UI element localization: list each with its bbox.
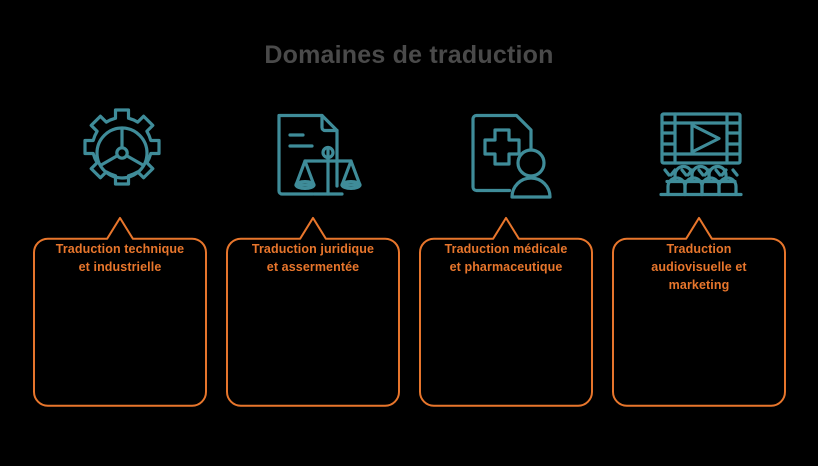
domain-card-label: Traduction juridique et assermentée — [251, 242, 375, 274]
document-scales-icon — [218, 100, 411, 205]
domain-column-juridique: Traduction juridique et assermentée — [218, 95, 411, 415]
card-outline — [419, 216, 593, 407]
gear-icon — [25, 100, 218, 205]
card-outline — [226, 216, 400, 407]
domain-column-audiovisuelle: Traduction audiovisuelle et marketing — [604, 95, 797, 415]
medical-record-person-icon — [411, 100, 604, 205]
domain-card-label: Traduction technique et industrielle — [55, 242, 185, 274]
domain-card-medicale[interactable]: Traduction médicale et pharmaceutique — [419, 212, 593, 407]
domain-column-technique: Traduction technique et industrielle — [25, 95, 218, 415]
domain-card-technique[interactable]: Traduction technique et industrielle — [33, 212, 207, 407]
film-cinema-icon — [604, 100, 797, 205]
domain-card-juridique[interactable]: Traduction juridique et assermentée — [226, 212, 400, 407]
page-title: Domaines de traduction — [264, 41, 554, 69]
domain-column-medicale: Traduction médicale et pharmaceutique — [411, 95, 604, 415]
domain-card-audiovisuelle[interactable]: Traduction audiovisuelle et marketing — [612, 212, 786, 407]
card-outline — [33, 216, 207, 407]
domain-card-label: Traduction médicale et pharmaceutique — [444, 242, 568, 274]
domain-card-label: Traduction audiovisuelle et marketing — [651, 242, 747, 292]
card-outline — [612, 216, 786, 407]
